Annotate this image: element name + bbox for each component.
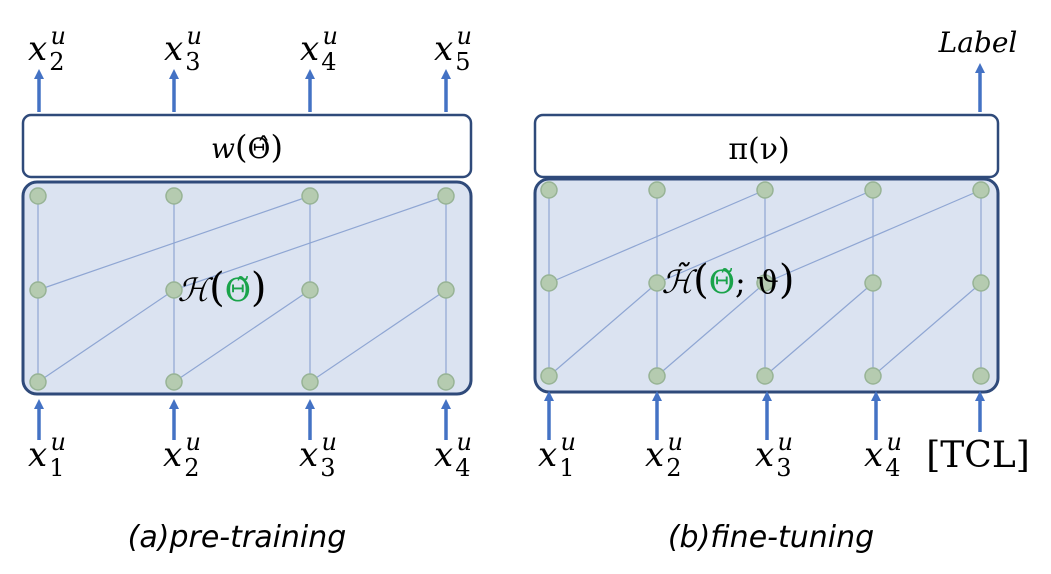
input-label-tcl: [TCL]	[926, 435, 1030, 476]
node	[29, 187, 47, 205]
pretraining-encoder-box	[21, 180, 473, 396]
caption-pretraining: (a)pre-training	[128, 520, 347, 555]
node	[972, 181, 990, 199]
node	[301, 281, 319, 299]
node	[165, 187, 183, 205]
panel-a-output-arrows	[34, 69, 451, 112]
node	[165, 281, 183, 299]
node	[29, 373, 47, 391]
diagonal-edge	[656, 282, 766, 377]
panel-b-inputs: x1u x2u x3u x4u [TCL]	[538, 428, 1030, 482]
node	[972, 367, 990, 385]
node	[437, 373, 455, 391]
node	[165, 373, 183, 391]
input-label-x2: x2u	[645, 428, 683, 482]
output-label-x5: x5u	[434, 22, 472, 76]
panel-b-finetuning: Label π(ν)	[533, 26, 1030, 555]
input-label-x3: x3u	[299, 428, 337, 482]
node	[864, 181, 882, 199]
node	[756, 181, 774, 199]
finetuning-head-label: π(ν)	[728, 132, 789, 167]
diagonal-edge	[548, 282, 658, 377]
diagonal-edge	[173, 195, 447, 291]
output-label-label: Label	[938, 26, 1018, 59]
diagonal-edge	[548, 189, 766, 284]
node	[29, 281, 47, 299]
node	[540, 367, 558, 385]
panel-a-pretraining: x2u x3u x4u x5u w(Θ̂)	[21, 22, 473, 555]
panel-a-inputs: x1u x2u x3u x4u	[28, 428, 472, 482]
node	[864, 367, 882, 385]
input-label-x2: x2u	[163, 428, 201, 482]
node	[864, 274, 882, 292]
diagonal-edge	[37, 289, 175, 383]
node	[437, 281, 455, 299]
diagonal-edge	[656, 189, 874, 284]
input-label-x1: x1u	[28, 428, 66, 482]
node	[648, 367, 666, 385]
panel-b-nodes	[540, 181, 990, 385]
input-label-x4: x4u	[434, 428, 472, 482]
node	[972, 274, 990, 292]
node	[301, 373, 319, 391]
diagonal-edge	[309, 289, 447, 383]
node	[648, 274, 666, 292]
input-label-x4: x4u	[864, 428, 902, 482]
pretraining-encoder-label: ℋ(Θ̃)	[177, 265, 266, 311]
node	[540, 181, 558, 199]
pretraining-head-box	[21, 113, 473, 179]
output-label-x4: x4u	[300, 22, 338, 76]
output-label-x3: x3u	[164, 22, 202, 76]
node	[756, 274, 774, 292]
node	[540, 274, 558, 292]
input-label-x1: x1u	[538, 428, 576, 482]
node	[648, 181, 666, 199]
diagonal-edge	[872, 282, 982, 377]
finetuning-encoder-label: ℋ̃(Θ̃; ϑ)	[662, 257, 795, 303]
caption-finetuning: (b)fine-tuning	[668, 520, 874, 555]
input-label-x3: x3u	[755, 428, 793, 482]
diagonal-edge	[764, 189, 982, 284]
diagonal-edge	[37, 195, 311, 291]
pretraining-head-label: w(Θ̂)	[211, 128, 283, 166]
output-label-x2: x2u	[28, 22, 66, 76]
panel-a-outputs: x2u x3u x4u x5u	[28, 22, 472, 76]
panel-a-nodes	[29, 187, 455, 391]
panel-a-input-arrows	[34, 399, 451, 440]
node	[756, 367, 774, 385]
diagonal-edge	[764, 282, 874, 377]
node	[301, 187, 319, 205]
finetuning-head-box	[533, 113, 1000, 179]
panel-b-edges	[548, 189, 982, 377]
diagonal-edge	[173, 289, 311, 383]
node	[437, 187, 455, 205]
panel-b-input-arrows	[544, 391, 985, 440]
